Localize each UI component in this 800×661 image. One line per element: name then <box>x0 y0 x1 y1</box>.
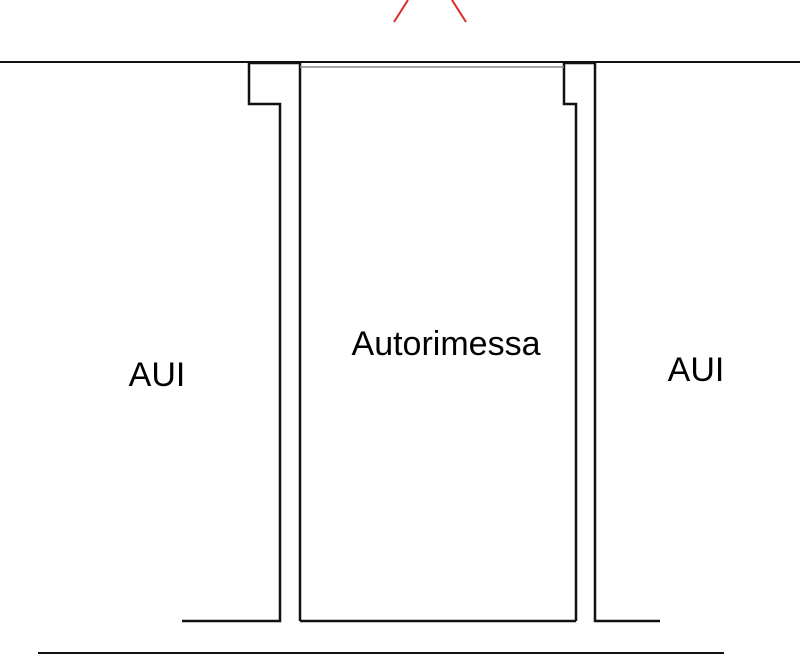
right-unit-label: AUI <box>668 351 725 389</box>
left-unit-label: AUI <box>129 356 186 394</box>
garage-label: Autorimessa <box>352 325 541 363</box>
north-arrow-icon <box>393 0 467 23</box>
left-wall <box>182 61 302 623</box>
right-wall <box>562 61 660 623</box>
